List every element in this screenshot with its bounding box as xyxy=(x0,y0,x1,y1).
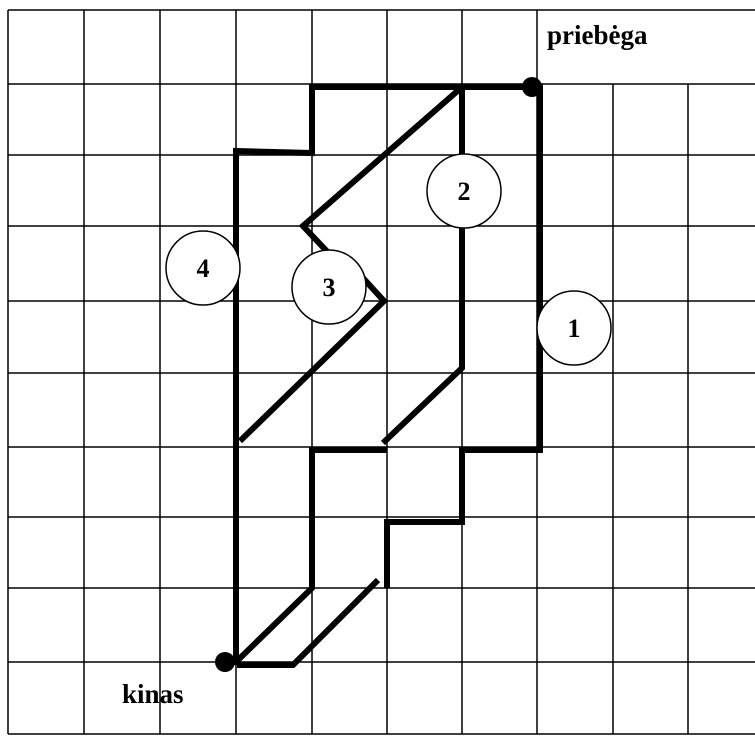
start-label: priebėga xyxy=(547,20,648,50)
grid xyxy=(7,9,755,735)
route-4-label: 4 xyxy=(197,254,210,283)
end-point xyxy=(215,652,235,672)
start-point xyxy=(522,77,542,97)
route-1-marker: 1 xyxy=(536,290,612,366)
route-3-marker: 3 xyxy=(291,249,367,325)
route-2-path-lower xyxy=(380,226,465,446)
route-2-label: 2 xyxy=(458,177,471,206)
route-4-path xyxy=(233,84,532,665)
route-2-path-bottom xyxy=(237,577,381,668)
routes xyxy=(233,84,543,668)
route-3-label: 3 xyxy=(323,273,336,302)
route-1-label: 1 xyxy=(568,314,581,343)
route-3-path-lower xyxy=(237,275,389,444)
inner-lower-path xyxy=(233,447,387,665)
end-label: kinas xyxy=(122,679,184,709)
route-2-marker: 2 xyxy=(426,153,502,229)
route-4-marker: 4 xyxy=(165,230,241,306)
